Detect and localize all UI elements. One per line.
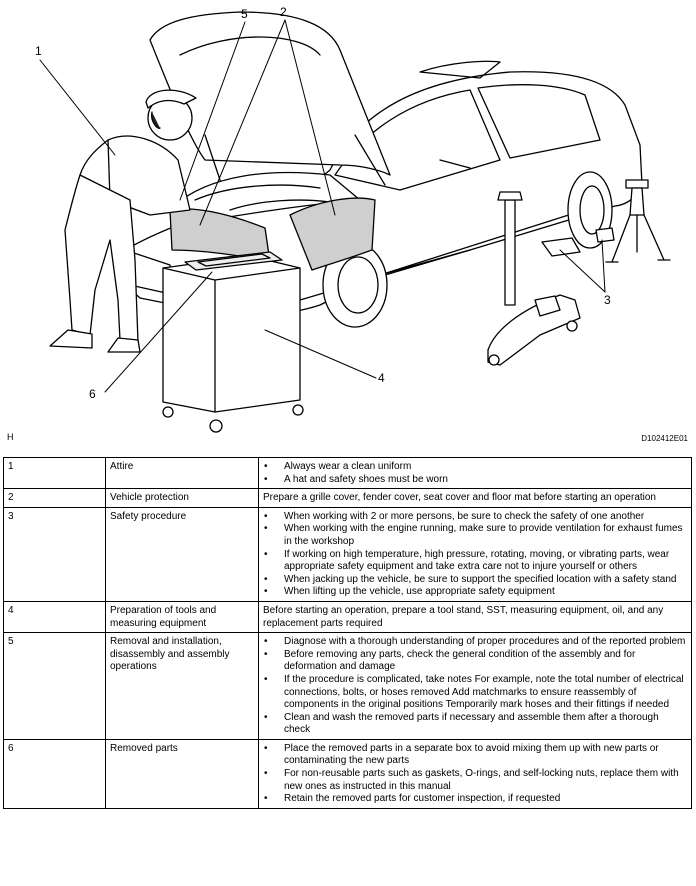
row-details: Diagnose with a thorough understanding o… [258,632,692,740]
bullet-item: Always wear a clean uniform [263,461,687,474]
row-item: Attire [105,456,259,490]
figure-code: D102412E01 [641,434,688,443]
callout-4: 4 [378,371,385,385]
table-row: 4 Preparation of tools and measuring equ… [3,600,692,634]
row-number: 2 [3,488,106,508]
row-details: Always wear a clean uniform A hat and sa… [258,456,692,490]
car-wheel-front [322,242,388,328]
figure-identifier: H [7,432,14,442]
row-number: 1 [3,456,106,490]
table-row: 5 Removal and installation, disassembly … [3,632,692,740]
table-row: 3 Safety procedure When working with 2 o… [3,506,692,602]
bullet-item: Before removing any parts, check the gen… [263,649,687,674]
row-details: Place the removed parts in a separate bo… [258,738,692,809]
mechanic-figure [49,89,197,353]
row-item: Preparation of tools and measuring equip… [105,600,259,634]
callout-leader-lines [39,19,606,393]
callout-2: 2 [280,5,287,19]
safety-stand [605,179,671,263]
row-number: 6 [3,738,106,809]
row-item: Removal and installation, disassembly an… [105,632,259,740]
wheel-chock-front [541,237,581,257]
row-item: Removed parts [105,738,259,809]
bullet-item: For non-reusable parts such as gaskets, … [263,768,687,793]
raised-hood [149,11,391,196]
bullet-item: A hat and safety shoes must be worn [263,474,687,487]
bullet-item: When working with the engine running, ma… [263,523,687,548]
fender-cover-side [289,197,376,271]
callout-1: 1 [35,44,42,58]
bullet-item: Retain the removed parts for customer in… [263,793,687,806]
bullet-item: If the procedure is complicated, take no… [263,674,687,712]
row-details: When working with 2 or more persons, be … [258,506,692,602]
bullet-item: If working on high temperature, high pre… [263,549,687,574]
bullet-item: When working with 2 or more persons, be … [263,511,687,524]
bullet-item: Clean and wash the removed parts if nece… [263,712,687,737]
row-number: 3 [3,506,106,602]
tool-cart [162,251,304,433]
floor-jack [487,191,581,366]
callout-5: 5 [241,7,248,21]
row-details: Prepare a grille cover, fender cover, se… [258,488,692,508]
illustration-drawing [39,11,671,433]
row-item: Safety procedure [105,506,259,602]
row-number: 5 [3,632,106,740]
callout-3: 3 [604,293,611,307]
bullet-item: When jacking up the vehicle, be sure to … [263,574,687,587]
row-number: 4 [3,600,106,634]
bullet-item: When lifting up the vehicle, use appropr… [263,586,687,599]
bullet-item: Place the removed parts in a separate bo… [263,743,687,768]
table-row: 6 Removed parts Place the removed parts … [3,738,692,809]
table-row: 1 Attire Always wear a clean uniform A h… [3,456,692,490]
workshop-illustration: 1 2 3 4 5 6 H D102412E01 [7,5,688,443]
row-item: Vehicle protection [105,488,259,508]
table-row: 2 Vehicle protection Prepare a grille co… [3,488,692,508]
row-details: Before starting an operation, prepare a … [258,600,692,634]
callout-6: 6 [89,387,96,401]
bullet-item: Diagnose with a thorough understanding o… [263,636,687,649]
wheel-chock-rear [595,227,615,243]
procedure-table: 1 Attire Always wear a clean uniform A h… [3,456,692,809]
